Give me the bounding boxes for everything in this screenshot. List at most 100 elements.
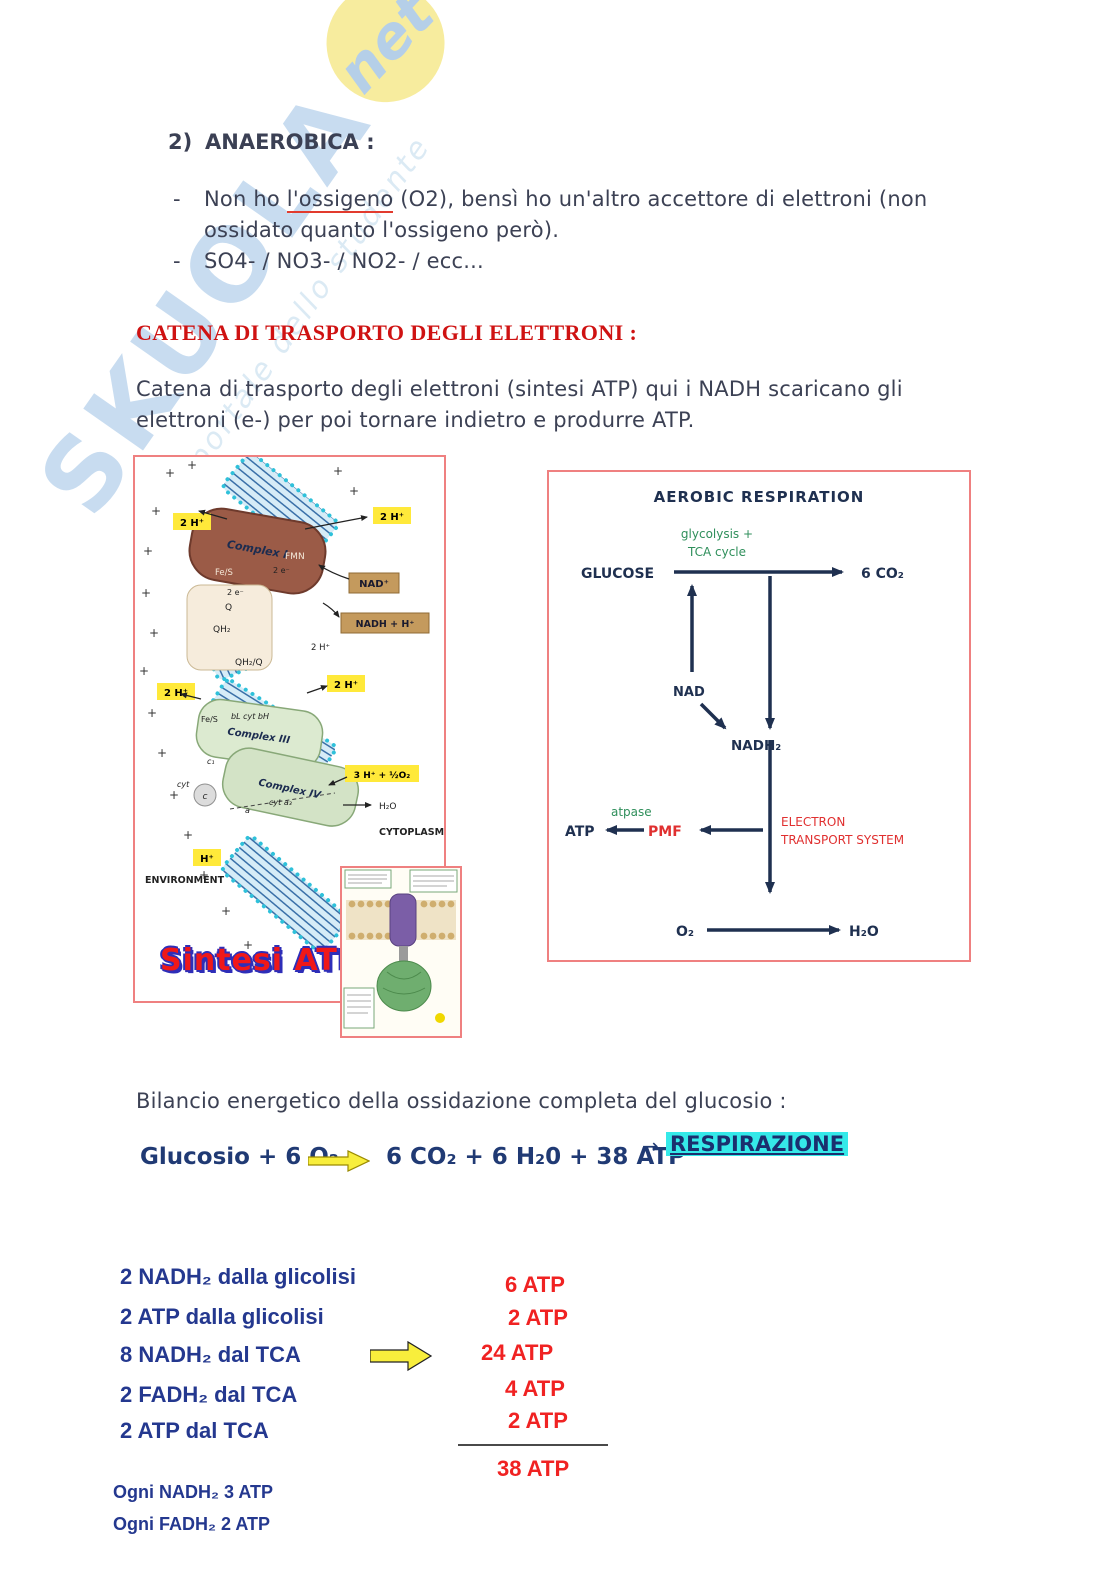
yellow-arrow-icon bbox=[308, 1150, 370, 1172]
oxygen-reduction-box bbox=[345, 765, 419, 782]
h-plus-box bbox=[173, 513, 211, 530]
plus-sign: + bbox=[199, 868, 209, 882]
etc-membrane-figure: + + + + + + + + + + + + + + + + bbox=[133, 455, 446, 1003]
bullet-acceptors: SO4- / NO3- / NO2- / ecc... bbox=[204, 249, 484, 273]
nadh-label: NADH + H⁺ bbox=[356, 619, 415, 630]
complex-iv-blob bbox=[221, 747, 360, 827]
bullet-oxygen: Non ho l'ossigeno (O2), bensì ho un'altr… bbox=[204, 184, 964, 246]
charge-plus-signs: + + + + + + + + + + + + + + + + bbox=[139, 458, 359, 952]
plus-sign: + bbox=[141, 586, 151, 600]
ets-label-line2: TRANSPORT SYSTEM bbox=[780, 833, 904, 847]
cytoplasm-label: CYTOPLASM bbox=[379, 827, 444, 838]
h-plus-box bbox=[373, 507, 411, 524]
environment-label: ENVIRONMENT bbox=[145, 875, 225, 886]
tally-row-right: 2 ATP bbox=[508, 1305, 568, 1330]
aerobic-respiration-svg: AEROBIC RESPIRATION glycolysis + TCA cyc… bbox=[565, 488, 904, 940]
h-plus-box bbox=[327, 675, 365, 692]
h-plus-small-label: 2 H⁺ bbox=[311, 643, 330, 653]
tally-row-left: 2 ATP dal TCA bbox=[120, 1418, 269, 1443]
atp-synthase-svg bbox=[343, 869, 458, 1029]
inset-caption-boxes bbox=[343, 869, 458, 1029]
oxygen-reduction-label: 3 H⁺ + ½O₂ bbox=[354, 770, 410, 781]
nad-label: NAD⁺ bbox=[359, 579, 389, 590]
fmn-label: FMN bbox=[285, 552, 305, 562]
section-number: 2) bbox=[168, 130, 193, 154]
nadh-box bbox=[340, 612, 430, 634]
underlined-word: l'ossigeno bbox=[286, 187, 394, 213]
plus-sign: + bbox=[151, 504, 161, 518]
nad-label: NAD bbox=[673, 685, 705, 700]
h-plus-label: 2 H⁺ bbox=[164, 688, 188, 699]
h-plus-box bbox=[193, 849, 221, 866]
h-plus-label: 2 H⁺ bbox=[334, 680, 358, 691]
qh2-label: QH₂ bbox=[213, 625, 231, 635]
bullet-text-line2: ossidato quanto l'ossigeno però). bbox=[204, 218, 560, 242]
fes2-label: Fe/S bbox=[201, 715, 218, 724]
respirazione-highlight: RESPIRAZIONE bbox=[666, 1132, 849, 1156]
h2o-label: H₂O bbox=[379, 802, 396, 812]
yellow-arrow-icon bbox=[370, 1340, 432, 1372]
electron-path-dashed bbox=[229, 792, 336, 810]
watermark-net-badge: net bbox=[302, 0, 469, 127]
plus-sign: + bbox=[139, 664, 149, 678]
plus-sign: + bbox=[169, 788, 179, 802]
tally-row-right: 4 ATP bbox=[505, 1376, 565, 1401]
h2o-label: H₂O bbox=[849, 924, 879, 940]
qh2q-label: QH₂/Q bbox=[235, 658, 263, 668]
etc-paragraph: Catena di trasporto degli elettroni (sin… bbox=[136, 374, 956, 436]
cyt-c-label: c bbox=[203, 792, 208, 802]
glycolysis-label: glycolysis + bbox=[681, 527, 753, 541]
nadh2-label: NADH₂ bbox=[731, 738, 781, 754]
plus-sign: + bbox=[187, 458, 197, 472]
tally-total: 38 ATP bbox=[497, 1456, 570, 1481]
page-title: ANAEROBICA : bbox=[205, 130, 375, 154]
co2-label: 6 CO₂ bbox=[861, 566, 904, 582]
nad-to-nadh2-arrow bbox=[699, 702, 727, 730]
h-plus-label: 2 H⁺ bbox=[180, 518, 204, 529]
plus-sign: + bbox=[243, 938, 253, 952]
implies-arrow: → bbox=[642, 1134, 659, 1158]
electron-label: 2 e⁻ bbox=[273, 566, 290, 575]
o2-label: O₂ bbox=[676, 924, 694, 940]
equation-right: 6 CO₂ + 6 H₂0 + 38 ATP bbox=[386, 1144, 685, 1170]
equation-left: Glucosio + 6 O₂ bbox=[140, 1144, 339, 1170]
tally-row-left: 2 NADH₂ dalla glicolisi bbox=[120, 1264, 356, 1289]
plus-sign: + bbox=[149, 626, 159, 640]
bullet-text: (O2), bensì ho un'altro accettore di ele… bbox=[393, 187, 928, 211]
tca-cycle-label: TCA cycle bbox=[687, 545, 746, 559]
bullet-dash: - bbox=[173, 249, 181, 273]
tally-row-right: 24 ATP bbox=[481, 1340, 554, 1365]
h-plus-label: H⁺ bbox=[200, 854, 214, 865]
inset-synthase bbox=[376, 893, 445, 1023]
atp-label: ATP bbox=[565, 824, 595, 840]
plus-sign: + bbox=[143, 544, 153, 558]
tally-row-left: 8 NADH₂ dal TCA bbox=[120, 1342, 301, 1367]
a-label: a bbox=[245, 806, 250, 815]
bullet-dash: - bbox=[173, 187, 181, 211]
plus-sign: + bbox=[183, 828, 193, 842]
pmf-label: PMF bbox=[648, 824, 682, 840]
atp-synthase-inset bbox=[340, 866, 462, 1038]
electron-label: 2 e⁻ bbox=[227, 588, 244, 597]
tally-row-right: 2 ATP bbox=[508, 1408, 568, 1433]
plus-sign: + bbox=[165, 466, 175, 480]
paragraph-line2: elettroni (e-) per poi tornare indietro … bbox=[136, 408, 695, 432]
quinone-pocket bbox=[186, 584, 273, 671]
conversion-note-fadh: Ogni FADH₂ 2 ATP bbox=[113, 1514, 270, 1534]
cyt-b-label: bL cyt bH bbox=[231, 712, 269, 721]
plus-sign: + bbox=[157, 746, 167, 760]
plus-sign: + bbox=[147, 706, 157, 720]
bilancio-title: Bilancio energetico della ossidazione co… bbox=[136, 1089, 787, 1113]
sum-line bbox=[458, 1444, 608, 1446]
cyt-label: cyt bbox=[177, 780, 190, 789]
q-label: Q bbox=[225, 603, 232, 613]
cyt-a-label: cyt a₃ bbox=[269, 798, 292, 807]
etc-section-title: CATENA DI TRASPORTO DEGLI ELETTRONI : bbox=[136, 320, 638, 345]
tally-row-right: 6 ATP bbox=[505, 1272, 565, 1297]
reaction-arrows bbox=[180, 509, 372, 808]
h-plus-label: 2 H⁺ bbox=[380, 512, 404, 523]
c1-label: c₁ bbox=[207, 757, 215, 766]
plus-sign: + bbox=[221, 904, 231, 918]
ets-label-line1: ELECTRON bbox=[781, 815, 845, 829]
figure-title: AEROBIC RESPIRATION bbox=[654, 488, 865, 506]
